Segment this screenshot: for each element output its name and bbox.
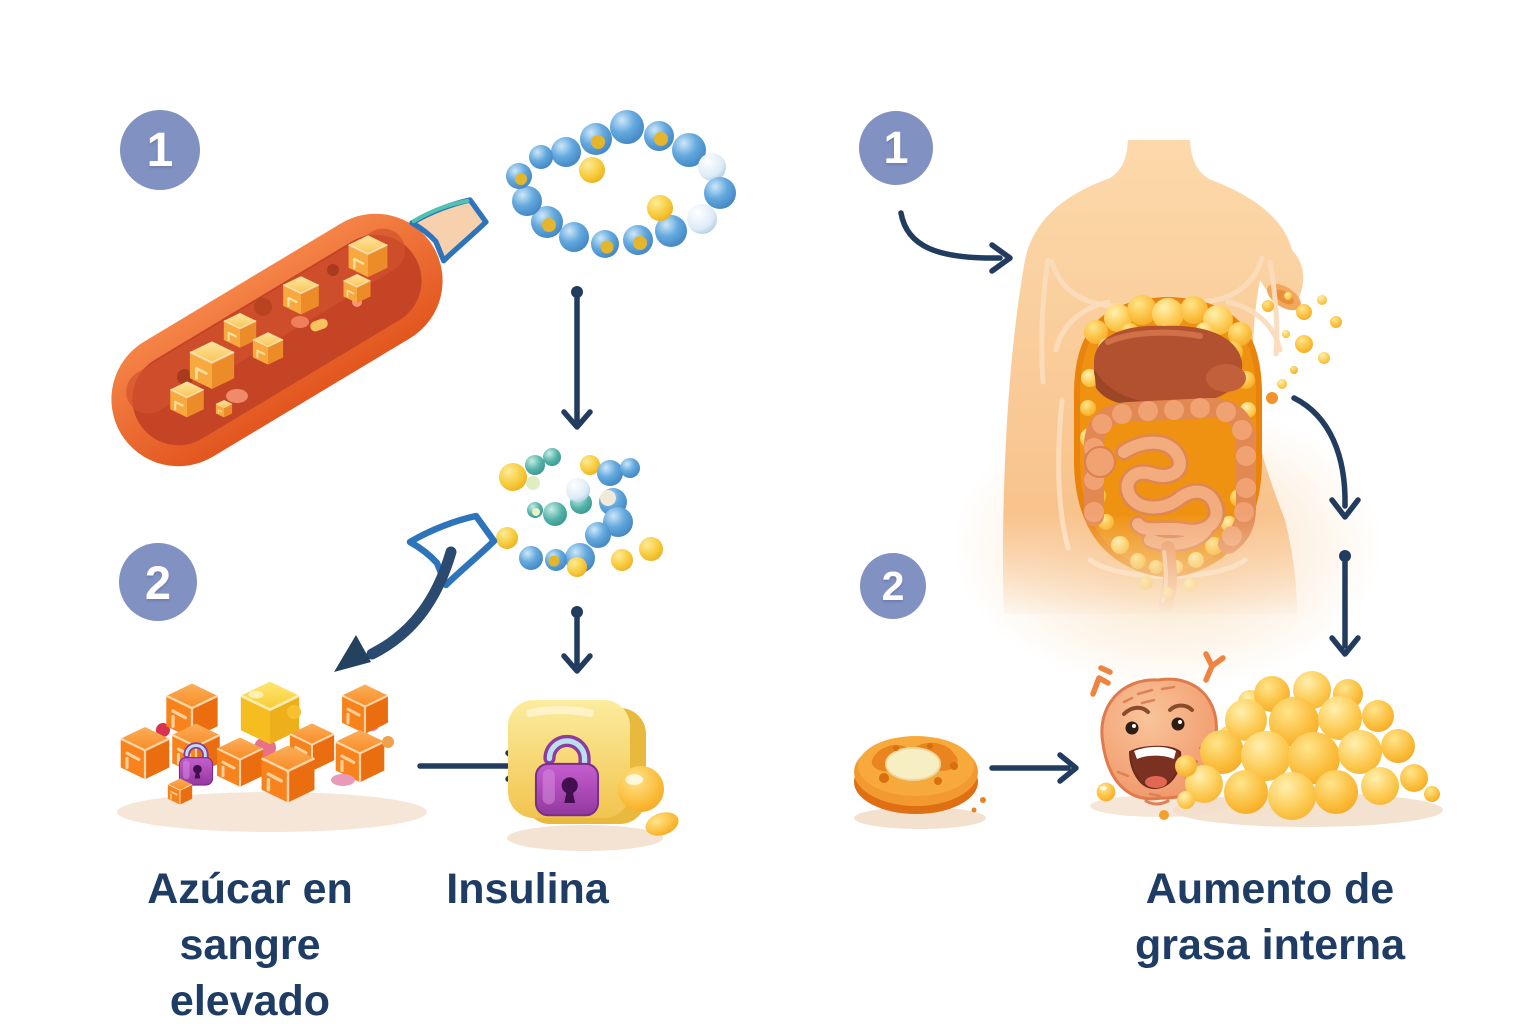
blood-vessel-with-sugar-cubes-icon: [111, 213, 443, 467]
pancake-snack-icon: [854, 736, 986, 829]
visceral-fat-pile-icon: [1173, 671, 1443, 827]
label-internal-fat-line1: Aumento de: [1145, 865, 1395, 913]
insulin-fragment-molecule-icon: [496, 448, 663, 577]
curved-arrow-to-body: [898, 210, 1013, 274]
curved-arrow-to-sugar-pile: [334, 546, 457, 672]
label-blood-sugar-line1: Azúcar en: [147, 865, 353, 913]
step-1-badge-left: 1: [120, 110, 200, 190]
step-1-badge-left-number: 1: [146, 123, 174, 177]
large-intestine-icon: [1084, 397, 1256, 554]
liver-icon: [1094, 325, 1246, 406]
step-1-badge-right: 1: [859, 111, 933, 185]
step-1-badge-right-number: 1: [883, 122, 909, 173]
label-insulin-text: Insulina: [446, 865, 609, 913]
label-blood-sugar-line2: sangre elevado: [169, 920, 331, 1024]
arrow-down-2-left: [561, 606, 593, 674]
rectum-icon: [1159, 541, 1177, 611]
stress-marks: [1090, 651, 1226, 697]
step-2-badge-left: 2: [119, 543, 197, 621]
escaping-fat-droplets-icon: [1262, 292, 1342, 404]
sugar-cube-pile-with-padlock-icon: [117, 680, 427, 832]
abdomen-cutaway: [1074, 295, 1262, 611]
insulin-lock-cube-icon: [507, 700, 679, 851]
step-2-badge-right-number: 2: [881, 562, 905, 609]
label-internal-fat-line2: grasa interna: [1134, 920, 1406, 969]
step-2-badge-right: 2: [860, 553, 926, 619]
arrow-down-1-left: [561, 286, 593, 430]
label-blood-sugar: Azúcar en sangre elevado: [95, 862, 405, 1024]
arrow-down-to-fat-pile: [1329, 550, 1361, 657]
curved-arrow-down-right: [1291, 395, 1361, 520]
label-internal-fat: Aumento de grasa interna: [1115, 862, 1425, 974]
label-insulin: Insulina: [420, 862, 635, 918]
insulin-release-dart-icon: [409, 197, 489, 264]
torso-visceral-fat-icon: [1002, 140, 1304, 614]
step-2-badge-left-number: 2: [144, 555, 172, 609]
stressed-cell-icon: [1090, 651, 1230, 820]
insulin-molecule-icon: [506, 110, 736, 258]
small-intestine-icon: [1115, 434, 1225, 553]
arrow-right-to-cell: [989, 752, 1079, 784]
